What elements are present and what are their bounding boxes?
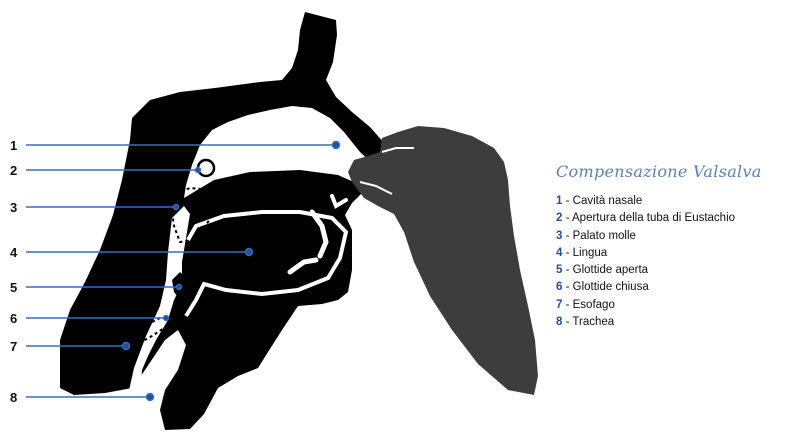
marker-6: 6 [10, 311, 17, 326]
legend-item-label: Palato molle [573, 230, 636, 242]
legend-item: 2 - Apertura della tuba di Eustachio [556, 210, 801, 227]
legend-item-separator: - [562, 195, 572, 207]
legend-item-separator: - [562, 230, 572, 242]
legend-title: Compensazione Valsalva [556, 162, 801, 181]
marker-1: 1 [10, 138, 17, 153]
legend-item: 1 - Cavità nasale [556, 193, 801, 210]
legend-item-label: Cavità nasale [573, 195, 643, 207]
legend-item-label: Lingua [573, 247, 608, 259]
legend-item-separator: - [562, 316, 572, 328]
legend-item-label: Apertura della tuba di Eustachio [572, 212, 735, 224]
legend-item-separator: - [562, 281, 572, 293]
legend-item-label: Esofago [573, 299, 615, 311]
hand [348, 126, 538, 395]
legend-item-label: Glottide aperta [573, 264, 648, 276]
legend-item-label: Trachea [572, 316, 614, 328]
marker-7: 7 [10, 339, 17, 354]
legend-item: 7 - Esofago [556, 297, 801, 314]
legend-item: 3 - Palato molle [556, 228, 801, 245]
legend: Compensazione Valsalva 1 - Cavità nasale… [556, 162, 801, 331]
legend-item: 8 - Trachea [556, 314, 801, 331]
marker-8: 8 [10, 390, 17, 405]
marker-4: 4 [10, 245, 18, 260]
legend-item: 5 - Glottide aperta [556, 262, 801, 279]
legend-list: 1 - Cavità nasale 2 - Apertura della tub… [556, 193, 801, 331]
legend-item-separator: - [562, 247, 572, 259]
marker-3: 3 [10, 200, 17, 215]
legend-item-separator: - [562, 264, 572, 276]
marker-2: 2 [10, 163, 17, 178]
legend-item-separator: - [562, 212, 572, 224]
legend-item-separator: - [562, 299, 572, 311]
legend-item: 6 - Glottide chiusa [556, 279, 801, 296]
legend-item: 4 - Lingua [556, 245, 801, 262]
marker-5: 5 [10, 280, 17, 295]
legend-item-label: Glottide chiusa [573, 281, 649, 293]
marker-numbers: 1 2 3 4 5 6 7 8 [10, 138, 18, 405]
head-silhouette [60, 12, 390, 430]
